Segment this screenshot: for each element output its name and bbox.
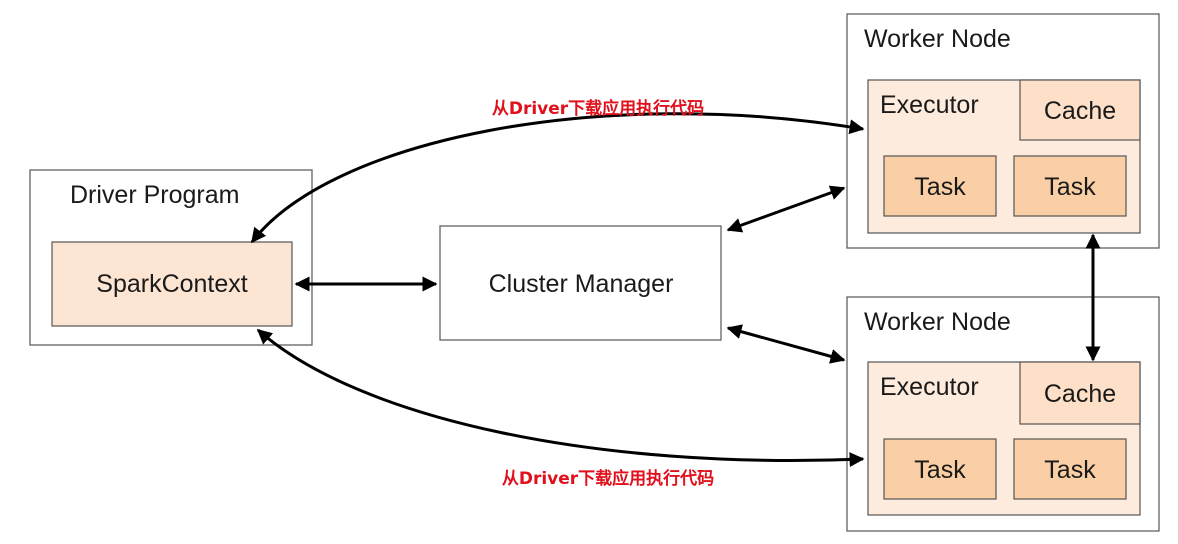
cluster-manager-box: Cluster Manager	[439, 225, 722, 341]
spark-context-box: SparkContext	[51, 241, 293, 327]
worker-node-top: Worker Node Executor Cache Task Task	[846, 13, 1160, 249]
worker-node-bottom-title: Worker Node	[864, 308, 1011, 336]
cluster-manager-label: Cluster Manager	[489, 270, 674, 298]
cache-bottom: Cache	[1019, 361, 1141, 425]
worker-node-top-title: Worker Node	[864, 25, 1011, 53]
annotation-top: 从Driver下载应用执行代码	[492, 98, 704, 119]
task-bottom-2-label: Task	[1044, 456, 1096, 484]
cache-top: Cache	[1019, 79, 1141, 141]
driver-program-title: Driver Program	[70, 181, 239, 209]
annotation-bottom: 从Driver下载应用执行代码	[502, 468, 714, 489]
cache-top-label: Cache	[1044, 97, 1116, 125]
executor-top-label: Executor	[880, 91, 979, 119]
task-top-2: Task	[1013, 155, 1127, 217]
arrow-driver-to-worker-top	[250, 112, 865, 244]
executor-top: Executor Cache Task Task	[867, 79, 1141, 234]
arrow-cluster-to-worker-top	[726, 185, 846, 233]
task-top-2-label: Task	[1044, 173, 1096, 201]
executor-bottom-label: Executor	[880, 373, 979, 401]
cache-bottom-label: Cache	[1044, 380, 1116, 408]
task-bottom-1: Task	[883, 438, 997, 500]
driver-program-box: Driver Program SparkContext	[29, 169, 313, 346]
arrow-cluster-to-worker-bottom	[726, 324, 846, 364]
task-top-1-label: Task	[914, 173, 966, 201]
worker-node-bottom: Worker Node Executor Cache Task Task	[846, 296, 1160, 532]
task-top-1: Task	[883, 155, 997, 217]
executor-bottom: Executor Cache Task Task	[867, 361, 1141, 516]
task-bottom-1-label: Task	[914, 456, 966, 484]
spark-context-label: SparkContext	[96, 270, 248, 298]
task-bottom-2: Task	[1013, 438, 1127, 500]
arrow-driver-to-worker-bottom	[256, 328, 865, 468]
